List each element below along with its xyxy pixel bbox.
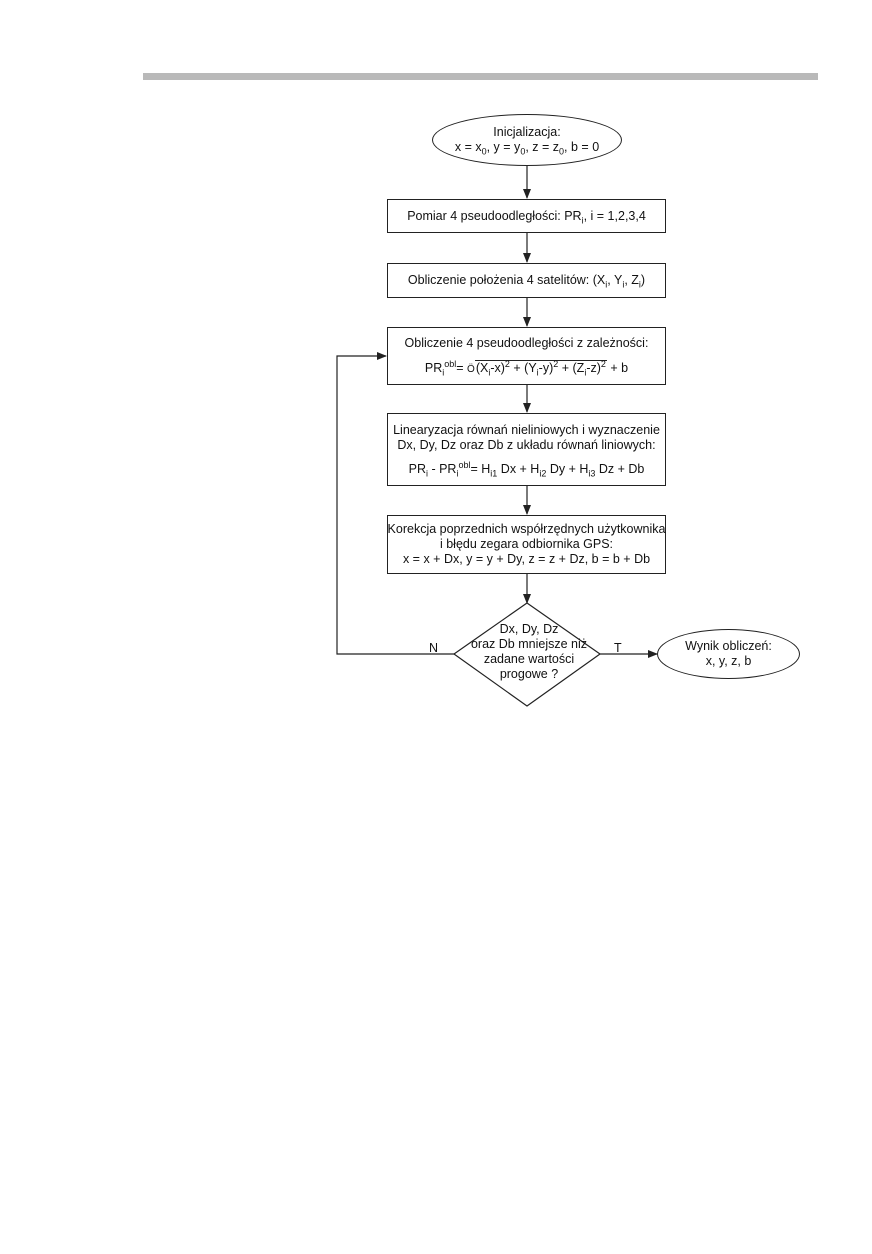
correct-line3: x = x + Dx, y = y + Dy, z = z + Dz, b = … bbox=[402, 552, 651, 566]
decision-line2: oraz Db mniejsze niż bbox=[470, 637, 587, 651]
result-node: Wynik obliczeń: x, y, z, b bbox=[657, 629, 800, 679]
sqrt-symbol: Ö bbox=[467, 363, 475, 375]
init-values: x = x0, y = y0, z = z0, b = 0 bbox=[454, 140, 600, 157]
satpos-text: Obliczenie położenia 4 satelitów: (Xi, Y… bbox=[407, 273, 646, 290]
decision-line3: zadane wartości bbox=[483, 652, 575, 666]
edge-label-no: N bbox=[429, 641, 439, 655]
arrow-loop-no bbox=[336, 352, 455, 655]
linear-line1: Linearyzacja równań nieliniowych i wyzna… bbox=[393, 422, 660, 437]
pseudo-title: Obliczenie 4 pseudoodległości z zależnoś… bbox=[404, 335, 649, 350]
init-node: Inicjalizacja: x = x0, y = y0, z = z0, b… bbox=[432, 114, 622, 166]
init-title: Inicjalizacja: bbox=[493, 125, 561, 139]
correct-line2: i błędu zegara odbiornika GPS: bbox=[439, 537, 614, 551]
correct-node: Korekcja poprzednich współrzędnych użytk… bbox=[387, 515, 666, 574]
linear-node: Linearyzacja równań nieliniowych i wyzna… bbox=[387, 413, 666, 486]
decision-line4: progowe ? bbox=[499, 667, 559, 681]
linear-line2: Dx, Dy, Dz oraz Db z układu równań linio… bbox=[397, 437, 656, 452]
satpos-node: Obliczenie położenia 4 satelitów: (Xi, Y… bbox=[387, 263, 666, 298]
edge-label-yes: T bbox=[614, 641, 622, 655]
pseudo-formula: PRiobl= Ö(Xi-x)2 + (Yi-y)2 + (Zi-z)2 + b bbox=[424, 358, 629, 377]
pseudo-node: Obliczenie 4 pseudoodległości z zależnoś… bbox=[387, 327, 666, 385]
decision-line1: Dx, Dy, Dz bbox=[499, 622, 559, 636]
measure-text: Pomiar 4 pseudoodległości: PRi, i = 1,2,… bbox=[407, 208, 646, 225]
decision-text: Dx, Dy, Dz oraz Db mniejsze niż zadane w… bbox=[458, 622, 600, 682]
result-values: x, y, z, b bbox=[705, 654, 752, 668]
sqrt-radicand: (Xi-x)2 + (Yi-y)2 + (Zi-z)2 bbox=[474, 358, 607, 377]
result-title: Wynik obliczeń: bbox=[685, 639, 772, 653]
decision-diamond bbox=[452, 602, 602, 707]
measure-node: Pomiar 4 pseudoodległości: PRi, i = 1,2,… bbox=[387, 199, 666, 233]
correct-line1: Korekcja poprzednich współrzędnych użytk… bbox=[387, 522, 666, 536]
page-header-rule bbox=[143, 73, 818, 80]
linear-equation: PRi - PRiobl= Hi1 Dx + Hi2 Dy + Hi3 Dz +… bbox=[408, 459, 645, 478]
